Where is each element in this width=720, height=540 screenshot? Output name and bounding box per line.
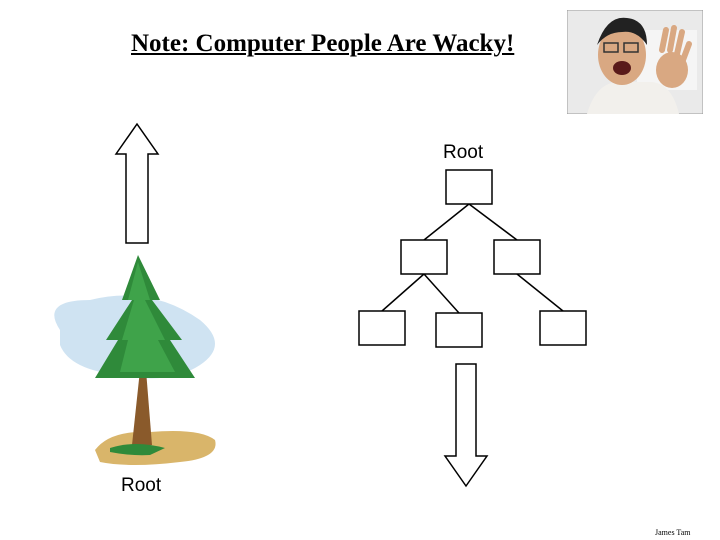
arrow-up-icon: [114, 122, 160, 244]
author-credit: James Tam: [655, 528, 691, 537]
tree-edges: [381, 203, 564, 314]
tree-node: [493, 239, 541, 275]
tree-node-root: [445, 169, 493, 205]
tree-node: [435, 312, 483, 348]
tree-node: [539, 310, 587, 346]
tree-node: [400, 239, 448, 275]
root-label-top: Root: [443, 142, 484, 163]
tree-nodes: [358, 169, 587, 348]
arrow-down-icon: [443, 363, 489, 488]
pine-tree-clipart: [54, 255, 216, 465]
person-photo: [567, 10, 703, 114]
root-label-bottom: Root: [121, 475, 162, 496]
tree-node: [358, 310, 406, 346]
slide-title: Note: Computer People Are Wacky!: [131, 30, 515, 57]
